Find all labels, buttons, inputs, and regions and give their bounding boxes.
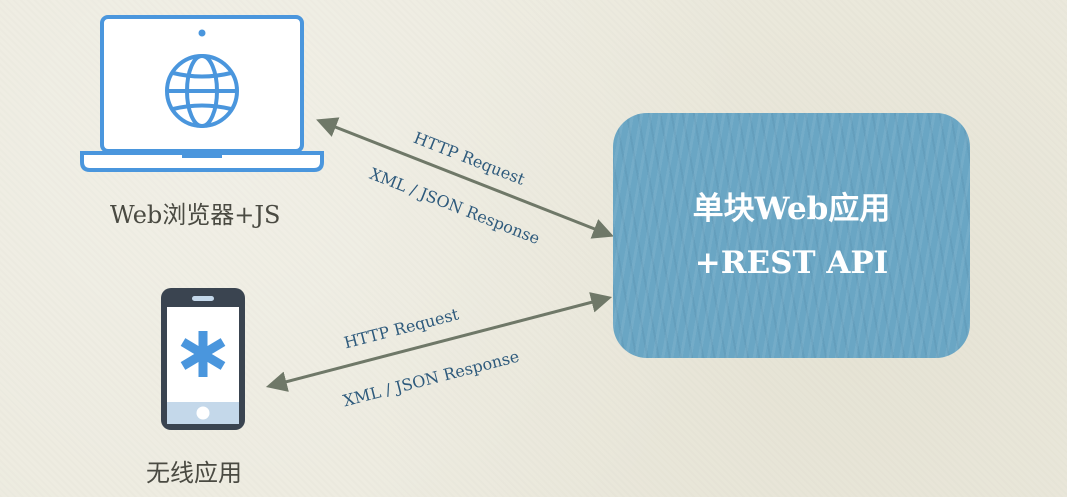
- laptop-icon: [80, 15, 324, 172]
- asterisk-icon: [180, 331, 226, 377]
- phone-icon: [161, 288, 245, 430]
- node-subtitle: +REST API: [694, 244, 889, 281]
- node-title: 单块Web应用: [692, 190, 891, 227]
- mobile-label: 无线应用: [146, 459, 242, 487]
- top-arrow: [316, 117, 614, 239]
- globe-icon: [165, 54, 239, 128]
- bottom-arrow: [265, 292, 613, 392]
- browser-label: Web浏览器+JS: [110, 201, 281, 229]
- monolith-web-app-node: 单块Web应用 +REST API: [613, 113, 970, 358]
